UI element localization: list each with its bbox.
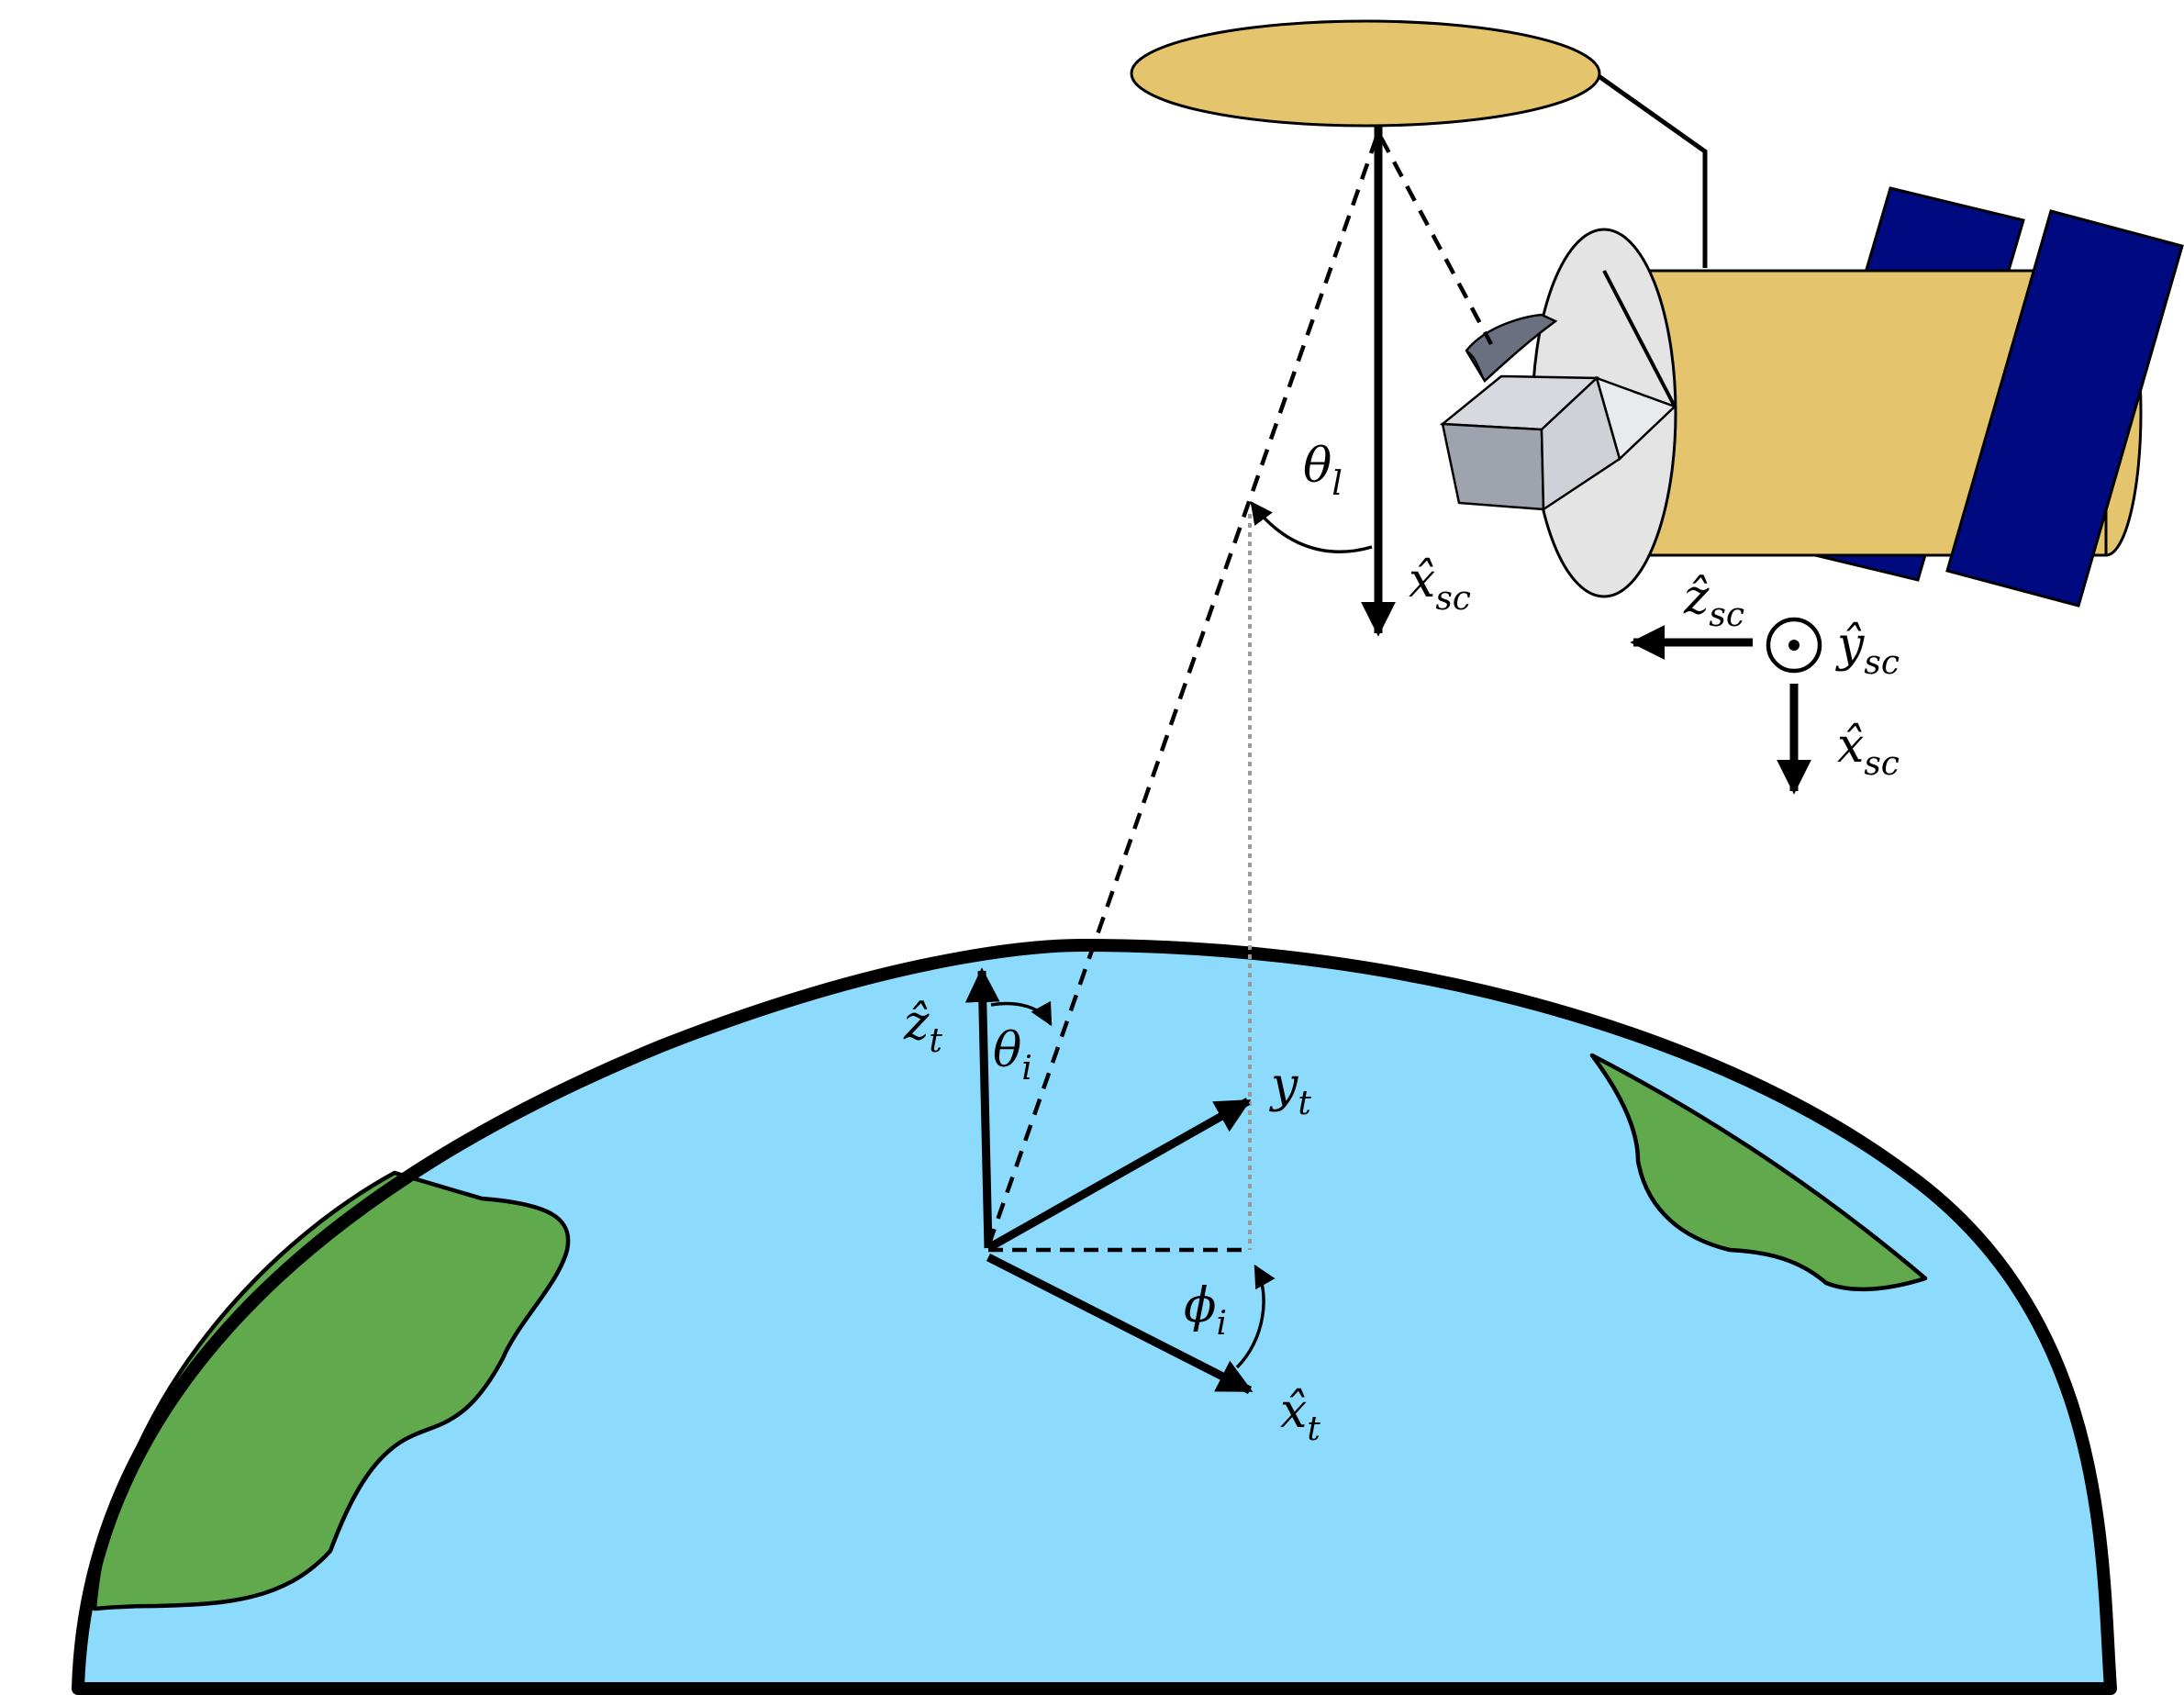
phi-i-label: ϕi — [1184, 1278, 1227, 1343]
labels: θl x̂sc ẑsc ŷsc x̂sc ẑt θi yt ϕi x̂t — [903, 439, 1900, 1448]
earth-ocean — [78, 945, 2111, 1689]
z-t-label: ẑt — [903, 996, 942, 1060]
phi-i-arc — [1235, 1264, 1276, 1369]
geometry-lines — [986, 127, 1493, 1253]
earth — [72, 939, 2117, 1695]
circled-dot-icon — [1766, 617, 1822, 674]
theta-i-label: θi — [993, 1023, 1032, 1087]
theta-l-arc — [1250, 501, 1373, 553]
y-t-label: yt — [1269, 1058, 1311, 1122]
y-sc-label: ŷsc — [1835, 618, 1900, 682]
earth-land-right — [1589, 1053, 1928, 1292]
y-t-arrow — [986, 1098, 1252, 1252]
x-t-arrow — [986, 1253, 1254, 1395]
satellite-icon — [1130, 19, 2184, 608]
beam-line — [986, 137, 1379, 1247]
z-t-arrow — [964, 967, 1000, 1249]
x-t-label: x̂t — [1280, 1384, 1320, 1448]
boom-arm — [1593, 71, 1708, 268]
theta-i-arc — [990, 1000, 1053, 1027]
earth-outline — [72, 939, 2117, 1695]
z-sc-label: ẑsc — [1683, 570, 1744, 634]
sc-axes-legend — [1630, 617, 1822, 795]
target-frame — [964, 967, 1276, 1395]
feed-line — [1379, 136, 1493, 346]
x-sc-label: x̂sc — [1409, 553, 1471, 618]
reflector-dish — [1130, 19, 1601, 128]
x-sc-legend-label: x̂sc — [1837, 719, 1900, 783]
theta-l-label: θl — [1303, 439, 1343, 503]
instrument-box — [1439, 313, 1677, 512]
solar-panel-front — [1945, 209, 2184, 608]
